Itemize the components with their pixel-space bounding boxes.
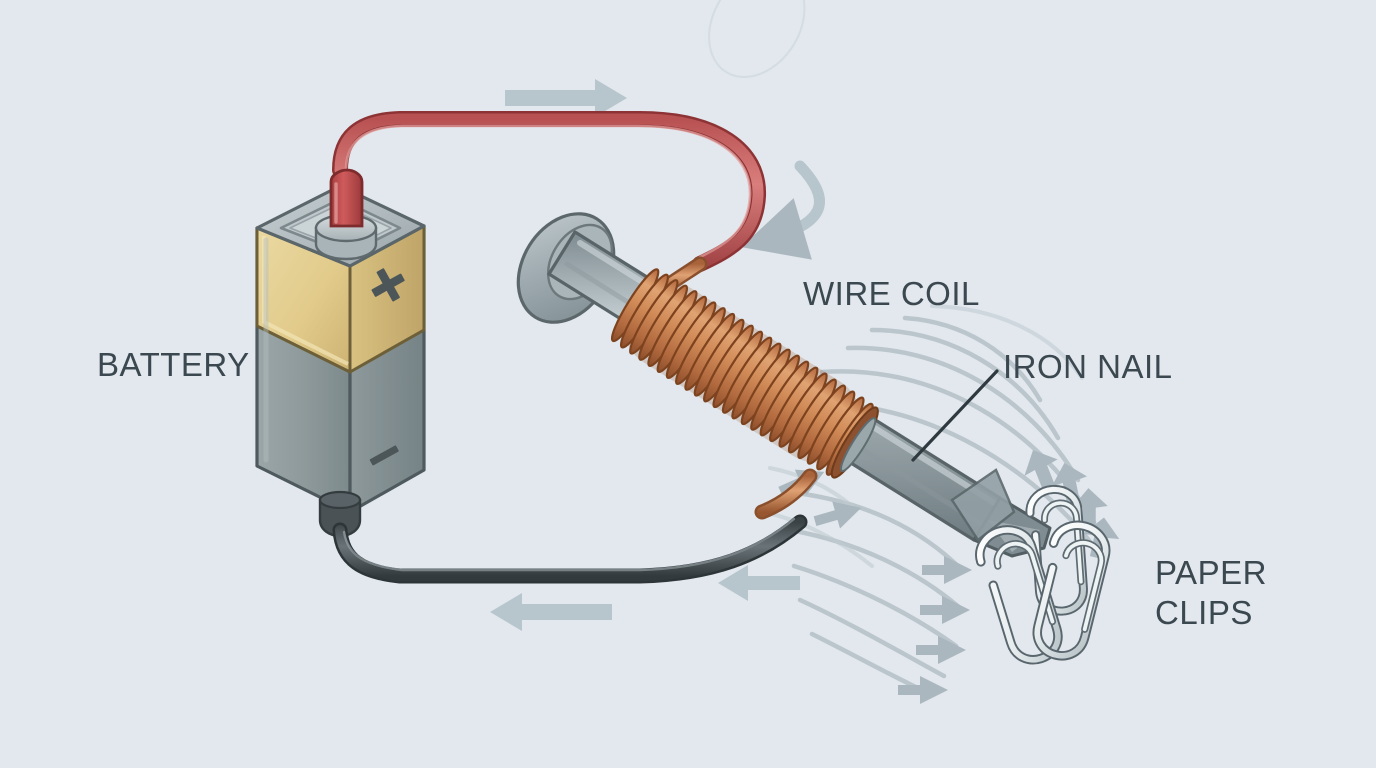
label-iron-nail: IRON NAIL bbox=[1003, 348, 1173, 385]
battery bbox=[255, 168, 426, 514]
wire-coil bbox=[610, 268, 879, 479]
coil-lead-out bbox=[754, 468, 818, 520]
paper-clip bbox=[1032, 520, 1111, 661]
paper-clips bbox=[975, 484, 1111, 665]
current-arrow-right-curve bbox=[741, 160, 825, 260]
current-arrow-bottom bbox=[490, 593, 612, 631]
battery-negative-terminal bbox=[318, 490, 362, 538]
label-paper-clips: PAPER CLIPS bbox=[1155, 554, 1267, 632]
positive-wire bbox=[332, 111, 767, 272]
negative-wire bbox=[332, 514, 808, 584]
current-arrow-bottom-right bbox=[718, 565, 800, 601]
battery-plus-sign bbox=[371, 268, 405, 302]
current-arrow-top bbox=[505, 79, 627, 117]
battery-terminal-post bbox=[329, 168, 364, 228]
label-battery: BATTERY bbox=[97, 346, 250, 383]
battery-minus-sign bbox=[369, 445, 399, 466]
paper-clip bbox=[975, 525, 1063, 665]
iron-nail-leader-line bbox=[911, 369, 999, 462]
coil-right-opening bbox=[830, 406, 879, 479]
label-wire-coil: WIRE COIL bbox=[803, 275, 980, 312]
